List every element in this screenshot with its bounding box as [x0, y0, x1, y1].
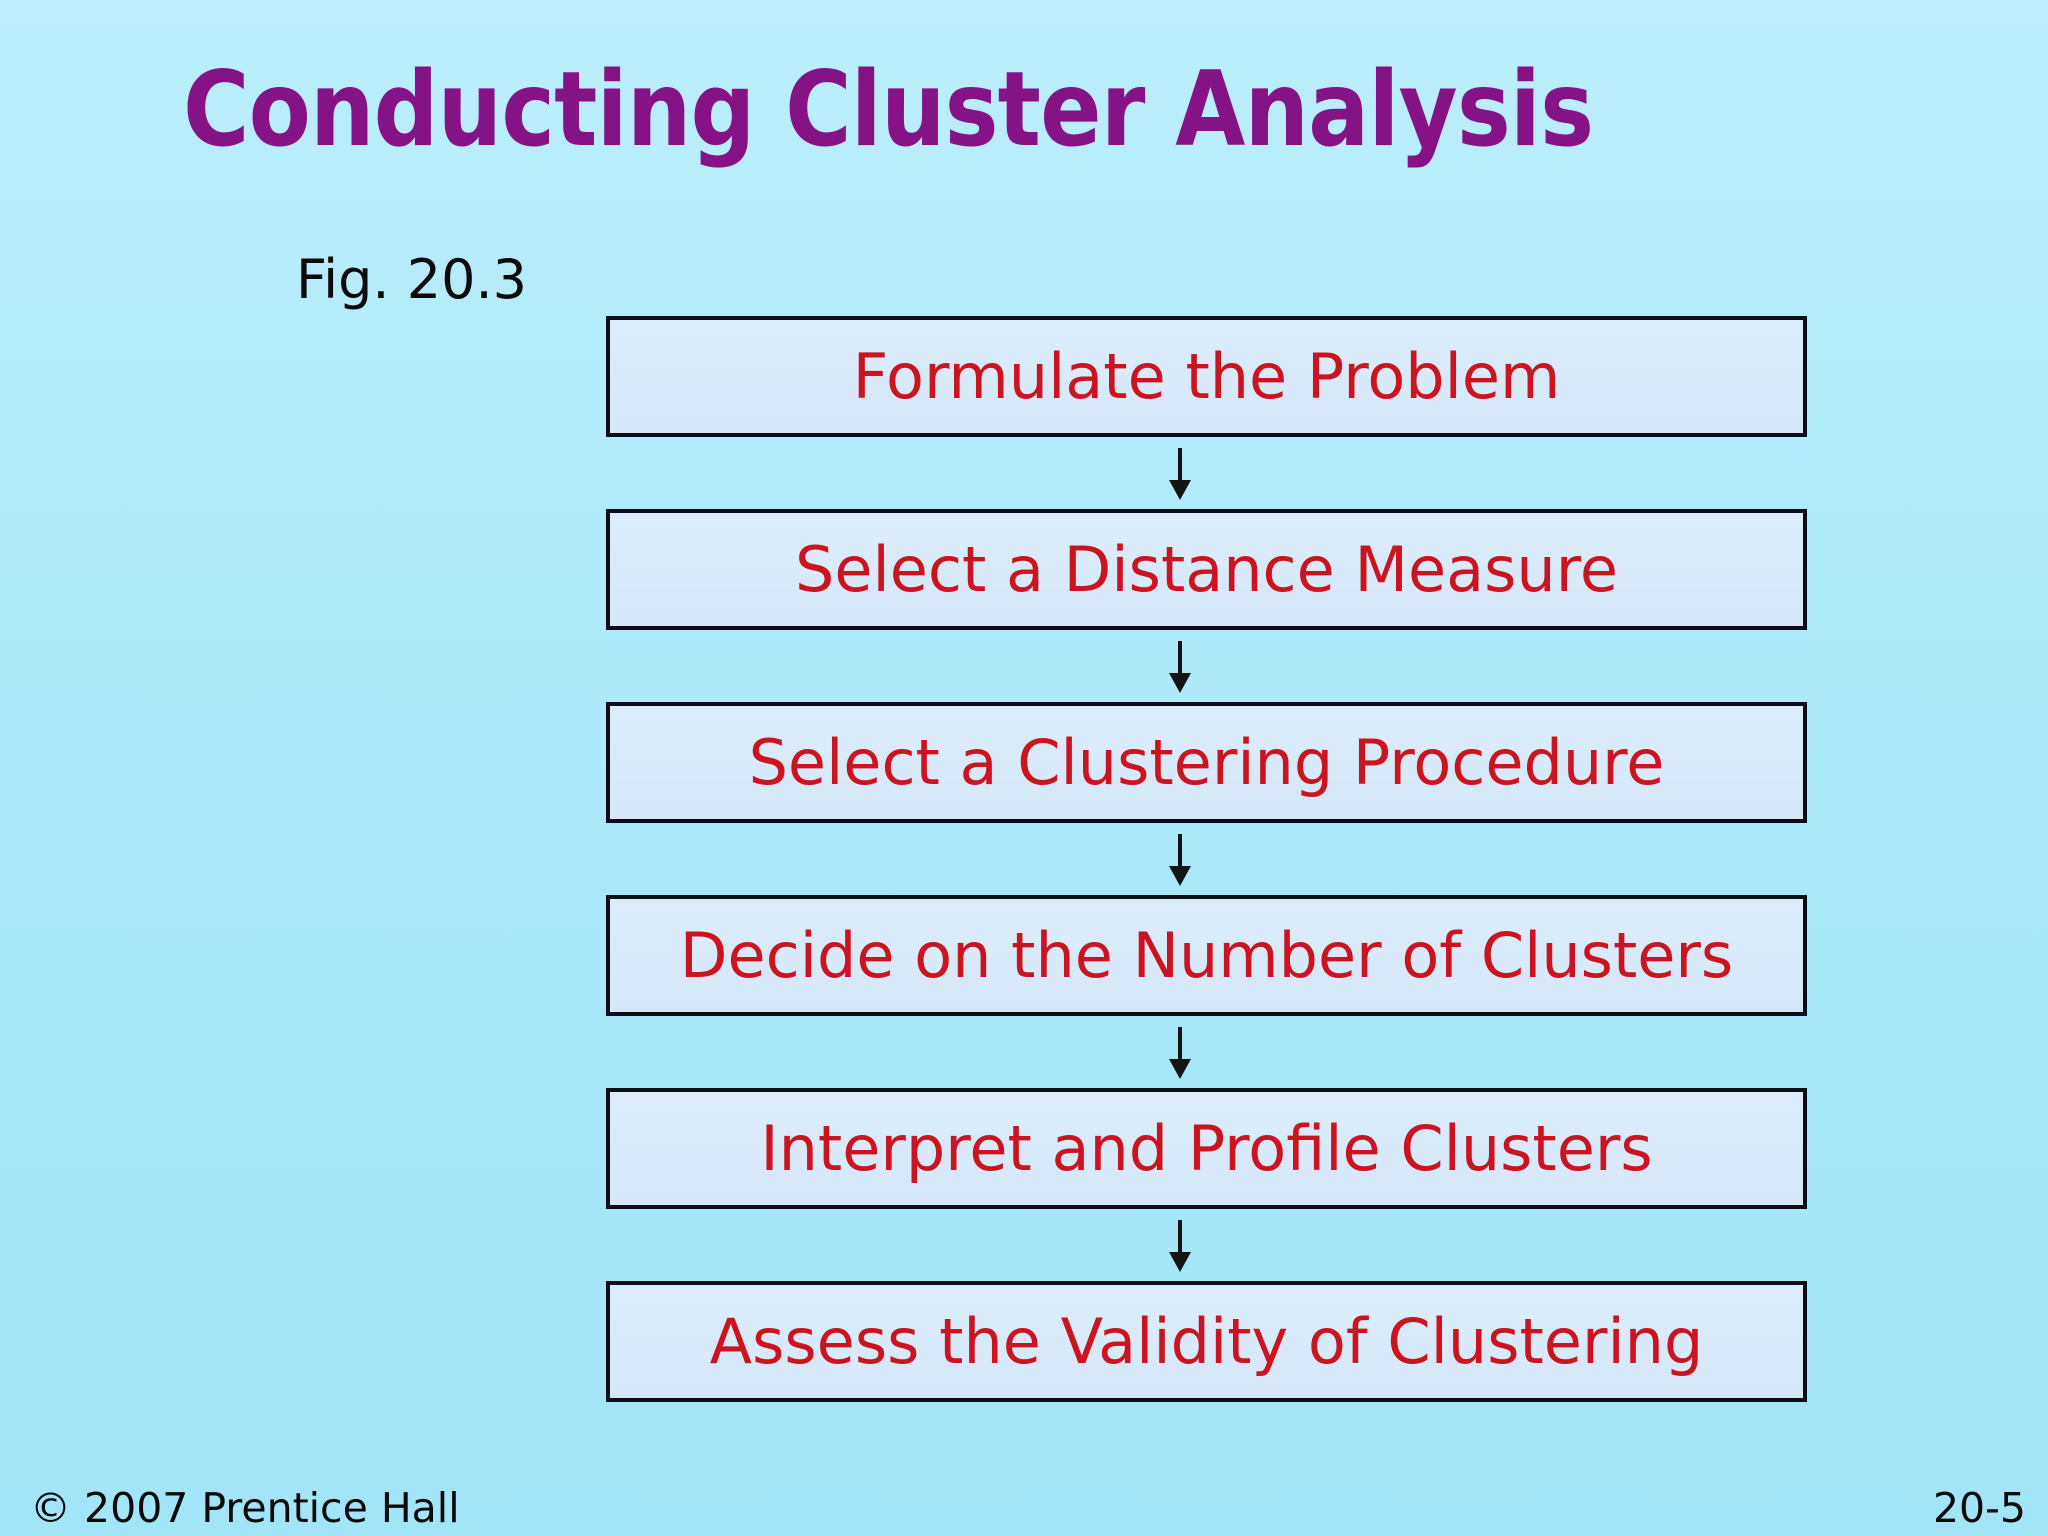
- down-arrow-icon: [1169, 834, 1191, 886]
- down-arrow-icon: [1169, 448, 1191, 500]
- flow-step-formulate-problem: Formulate the Problem: [606, 316, 1807, 437]
- copyright-text: © 2007 Prentice Hall: [30, 1484, 460, 1532]
- down-arrow-icon: [1169, 1220, 1191, 1272]
- flow-step-decide-number-of-clusters: Decide on the Number of Clusters: [606, 895, 1807, 1016]
- flow-step-select-clustering-procedure: Select a Clustering Procedure: [606, 702, 1807, 823]
- page-title: Conducting Cluster Analysis: [183, 50, 1594, 170]
- down-arrow-icon: [1169, 641, 1191, 693]
- figure-label: Fig. 20.3: [296, 248, 527, 311]
- slide-number: 20-5: [1932, 1484, 2026, 1532]
- down-arrow-icon: [1169, 1027, 1191, 1079]
- flow-step-select-distance-measure: Select a Distance Measure: [606, 509, 1807, 630]
- flow-step-assess-validity: Assess the Validity of Clustering: [606, 1281, 1807, 1402]
- flow-step-interpret-profile-clusters: Interpret and Profile Clusters: [606, 1088, 1807, 1209]
